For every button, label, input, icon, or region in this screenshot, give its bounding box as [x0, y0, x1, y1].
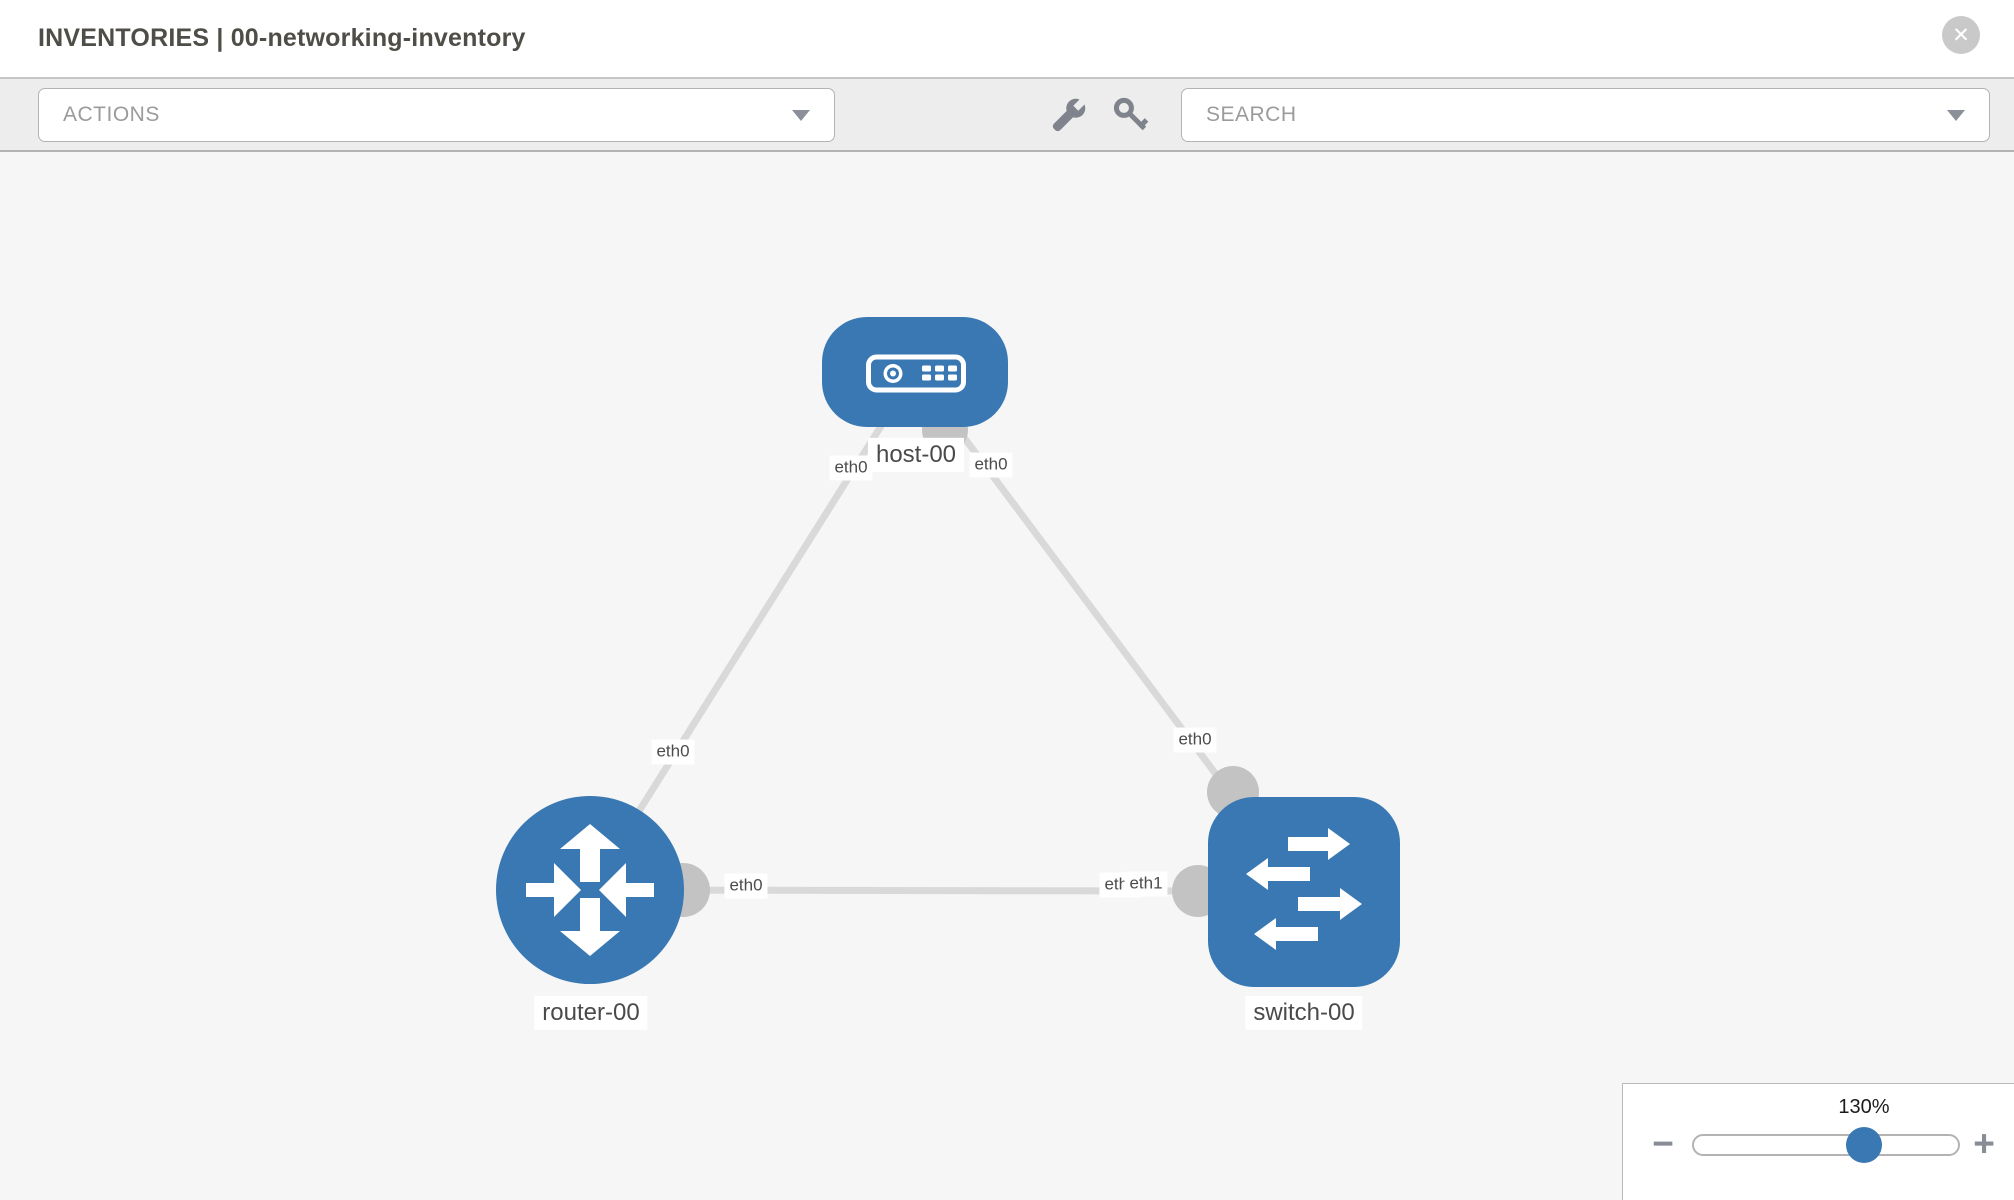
zoom-level: 130% [1838, 1096, 1890, 1118]
search-dropdown[interactable]: SEARCH [1181, 88, 1990, 142]
node-switch-00[interactable] [1208, 797, 1400, 987]
toolbar: ACTIONS SEARCH [0, 77, 2014, 152]
close-button[interactable]: ✕ [1942, 16, 1980, 54]
topology-canvas[interactable]: eth0 eth0 eth0 eth0 eth0 eth0 eth1 host-… [0, 152, 2014, 1200]
node-label-switch: switch-00 [1245, 995, 1363, 1031]
node-label-host: host-00 [867, 437, 965, 473]
minus-icon: − [1652, 1123, 1674, 1164]
interface-label: eth0 [1173, 727, 1217, 753]
interface-label: eth0 [724, 873, 768, 899]
key-icon [1113, 97, 1149, 131]
close-icon: ✕ [1952, 23, 1970, 47]
zoom-slider-track[interactable] [1692, 1134, 1960, 1156]
chevron-down-icon [792, 110, 810, 121]
zoom-in-button[interactable]: + [1964, 1124, 2004, 1164]
router-icon [526, 824, 654, 956]
interface-label: eth0 [829, 455, 873, 481]
interface-label: eth0 [969, 452, 1013, 478]
zoom-panel: 130% − + [1622, 1083, 2014, 1200]
search-placeholder: SEARCH [1206, 103, 1297, 126]
header-bar: INVENTORIES | 00-networking-inventory ✕ [0, 0, 2014, 77]
host-icon [866, 354, 966, 393]
zoom-out-button[interactable]: − [1643, 1124, 1683, 1164]
interface-label: eth0 [651, 739, 695, 765]
interface-label: eth1 [1124, 871, 1168, 897]
key-button[interactable] [1110, 89, 1154, 141]
chevron-down-icon [1947, 110, 1965, 121]
node-host-00[interactable] [822, 317, 1008, 427]
wrench-button[interactable] [1046, 89, 1090, 141]
zoom-slider-knob[interactable] [1846, 1127, 1882, 1163]
page-title: INVENTORIES | 00-networking-inventory [38, 24, 526, 52]
node-router-00[interactable] [496, 796, 684, 984]
plus-icon: + [1973, 1123, 1995, 1164]
actions-dropdown[interactable]: ACTIONS [38, 88, 835, 142]
switch-icon [1246, 828, 1362, 950]
node-label-router: router-00 [534, 995, 648, 1031]
wrench-icon [1052, 96, 1088, 132]
actions-dropdown-label: ACTIONS [63, 103, 160, 126]
